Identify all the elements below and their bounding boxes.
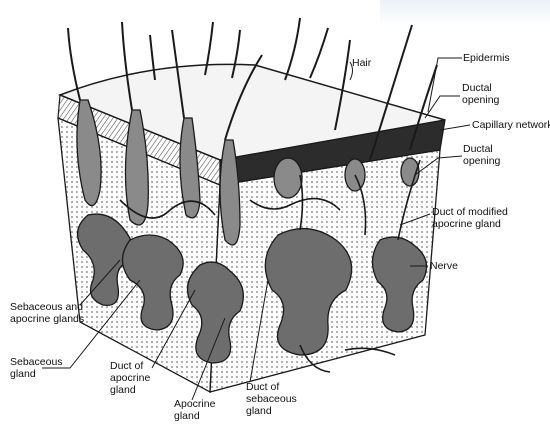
label-nerve: Nerve	[430, 260, 458, 272]
label-duct-modified-apocrine: Duct of modified apocrine gland	[432, 206, 508, 230]
label-capillary-network: Capillary network	[472, 119, 550, 131]
label-ductal-opening-top: Ductal opening	[462, 82, 499, 106]
label-sebaceous-gland: Sebaceous gland	[10, 356, 63, 380]
hair-bulb	[274, 158, 302, 198]
label-apocrine-gland: Apocrine gland	[174, 398, 215, 422]
hair-shaft	[310, 28, 328, 78]
leader-epidermis	[428, 58, 462, 112]
label-sebaceous-apocrine-glands: Sebaceous and apocrine glands	[10, 301, 84, 325]
label-duct-of-apocrine-gland: Duct of apocrine gland	[110, 360, 150, 396]
hair-shaft	[285, 18, 300, 80]
label-duct-of-sebaceous-gland: Duct of sebaceous gland	[246, 381, 297, 417]
label-ductal-opening-mid: Ductal opening	[463, 143, 500, 167]
label-epidermis: Epidermis	[463, 52, 510, 64]
label-hair: Hair	[352, 57, 371, 69]
